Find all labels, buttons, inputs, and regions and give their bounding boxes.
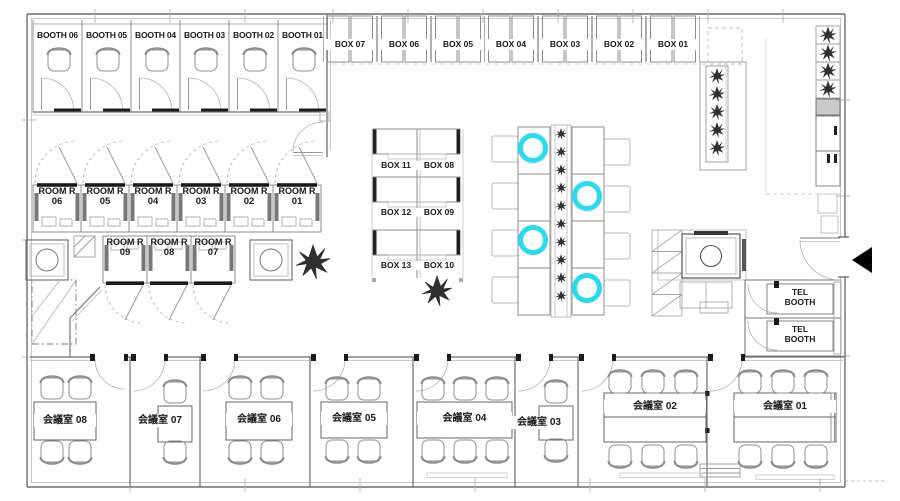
box-label: BOX 03: [539, 39, 591, 51]
entrance-linework: [799, 237, 841, 281]
booth-label: BOOTH 05: [86, 30, 127, 40]
box-label: BOX 06: [378, 39, 430, 51]
box-label: BOX 12: [374, 207, 418, 218]
seat-marker-1[interactable]: [518, 133, 548, 163]
meeting-room-label: 会議室 07: [131, 414, 189, 427]
box-label: BOX 08: [417, 160, 461, 171]
box-label: BOX 11: [374, 160, 418, 171]
box-label: BOX 07: [324, 39, 376, 51]
seat-marker-4[interactable]: [572, 273, 602, 303]
box-label: BOX 10: [417, 260, 461, 271]
seat-marker-2[interactable]: [572, 181, 602, 211]
top-right-counter: [699, 27, 747, 171]
booth-label: BOOTH 04: [135, 30, 176, 40]
entrance-arrow-icon: [852, 247, 872, 273]
box-label: BOX 04: [485, 39, 537, 51]
meeting-rooms-linework: [30, 354, 845, 487]
box-label: BOX 13: [374, 260, 418, 271]
meeting-room-label: 会議室 02: [604, 400, 706, 413]
shelf-printer-linework: [651, 229, 747, 317]
right-wall-features: [765, 25, 841, 234]
meeting-room-label: 会議室 04: [417, 412, 512, 425]
booth-label: BOOTH 06: [37, 30, 78, 40]
mid-box-group-linework: [371, 128, 464, 307]
booth-label: BOOTH 02: [233, 30, 274, 40]
box-label: BOX 09: [417, 207, 461, 218]
meeting-room-label: 会議室 03: [510, 416, 568, 429]
booth-label: BOOTH 01: [282, 30, 323, 40]
box-label: BOX 01: [647, 39, 699, 51]
meeting-room-label: 会議室 06: [226, 413, 292, 426]
left-structures-linework: [25, 235, 332, 357]
meeting-room-label: 会議室 05: [321, 412, 387, 425]
box-label: BOX 05: [432, 39, 484, 51]
meeting-room-label: 会議室 01: [734, 400, 836, 413]
seat-marker-3[interactable]: [518, 225, 548, 255]
meeting-room-label: 会議室 08: [34, 414, 96, 427]
planter-plants: [555, 128, 567, 302]
box-label: BOX 02: [593, 39, 645, 51]
booth-label: BOOTH 03: [184, 30, 225, 40]
central-table-linework: [491, 124, 631, 318]
tel-booths-linework: [744, 279, 842, 357]
